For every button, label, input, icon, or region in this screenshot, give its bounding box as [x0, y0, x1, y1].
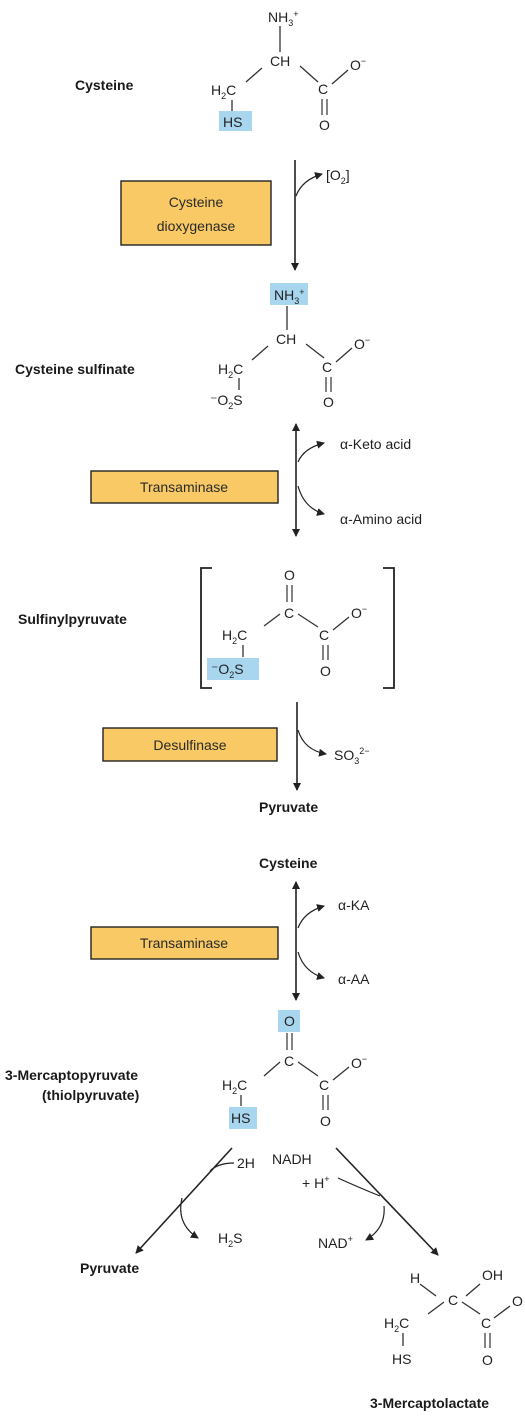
svg-text:⁻O2S: ⁻O2S [211, 661, 244, 680]
h-plus-label: + H+ [302, 1174, 329, 1191]
transaminase-step-1: α-Keto acid α-Amino acid Transaminase [90, 423, 422, 537]
svg-text:OH: OH [482, 1267, 503, 1283]
svg-text:O: O [284, 1013, 295, 1029]
svg-text:C: C [319, 627, 329, 643]
pyruvate-label-2: Pyruvate [80, 1260, 139, 1276]
svg-text:C: C [284, 1053, 294, 1069]
svg-text:H2C: H2C [211, 82, 236, 101]
svg-text:⁻O2S: ⁻O2S [210, 392, 243, 411]
dioxygenase-step: [O2] Cysteine dioxygenase [120, 160, 350, 271]
svg-text:O−: O− [351, 1054, 367, 1071]
nad-label: NAD+ [318, 1234, 353, 1251]
h2s-label: H2S [218, 1230, 242, 1249]
svg-text:O: O [482, 1352, 493, 1368]
svg-text:Transaminase: Transaminase [140, 935, 228, 951]
cysteine-dioxygenase-box [120, 180, 272, 246]
desulfinase-step: SO32− Desulfinase Pyruvate [102, 702, 370, 815]
svg-text:C: C [318, 81, 328, 97]
svg-text:O: O [320, 1113, 331, 1129]
thiolpyruvate-label: (thiolpyruvate) [42, 1087, 139, 1103]
amino-acid-label: α-Amino acid [340, 511, 422, 527]
svg-text:CH: CH [276, 331, 296, 347]
cysteine-structure: Cysteine NH3+ CH H2C C O− O HS [75, 9, 366, 133]
svg-text:Transaminase: Transaminase [140, 479, 228, 495]
mercaptopyruvate-label: 3-Mercaptopyruvate [5, 1067, 138, 1083]
svg-text:NH3+: NH3+ [268, 9, 299, 28]
keto-highlight [278, 1010, 300, 1032]
svg-text:H2C: H2C [384, 1315, 409, 1334]
svg-text:Desulfinase: Desulfinase [153, 737, 226, 753]
cysteine-label-2: Cysteine [259, 855, 318, 871]
thiol-highlight [219, 111, 252, 131]
transaminase-step-2: α-KA α-AA Transaminase [90, 881, 370, 1001]
alpha-ka-label: α-KA [338, 897, 370, 913]
alpha-aa-label: α-AA [338, 971, 370, 987]
thiol-highlight-2 [229, 1107, 257, 1129]
sulfinylpyruvate-structure: Sulfinylpyruvate O C H2C C O− O ⁻O2S [18, 567, 395, 689]
svg-text:CH: CH [270, 53, 290, 69]
mercaptopyruvate-structure: 3-Mercaptopyruvate (thiolpyruvate) O C H… [5, 1010, 367, 1129]
transaminase-box-2 [90, 926, 279, 960]
svg-text:O: O [320, 663, 331, 679]
svg-text:H2C: H2C [222, 1077, 247, 1096]
sulfinylpyruvate-label: Sulfinylpyruvate [18, 611, 127, 627]
svg-text:Cysteine: Cysteine [169, 194, 224, 210]
two-h-label: 2H [237, 1155, 255, 1171]
svg-text:H: H [410, 1270, 420, 1286]
svg-text:C: C [322, 359, 332, 375]
mercaptolactate-branch: NADH + H+ NAD+ H OH C H2C C O O HS 3-Mer… [272, 1147, 523, 1411]
svg-text:O: O [319, 117, 330, 133]
svg-text:H2C: H2C [218, 361, 243, 380]
svg-text:HS: HS [392, 1351, 411, 1367]
svg-text:C: C [284, 605, 294, 621]
svg-text:O: O [512, 1293, 523, 1309]
svg-text:C: C [481, 1315, 491, 1331]
amino-highlight [270, 283, 308, 305]
cysteine-sulfinate-structure: Cysteine sulfinate NH3+ CH H2C C O− O ⁻O… [15, 283, 370, 411]
keto-acid-label: α-Keto acid [340, 436, 411, 452]
sulfinate-highlight [207, 658, 259, 680]
svg-text:HS: HS [223, 114, 242, 130]
mercaptolactate-label: 3-Mercaptolactate [370, 1395, 489, 1411]
transaminase-box-1 [90, 470, 279, 504]
svg-text:H2C: H2C [222, 627, 247, 646]
svg-text:dioxygenase: dioxygenase [157, 218, 236, 234]
svg-text:O: O [284, 567, 295, 583]
pyruvate-branch: 2H H2S Pyruvate [80, 1147, 255, 1276]
svg-text:HS: HS [231, 1110, 250, 1126]
svg-text:O−: O− [350, 56, 366, 73]
pyruvate-label-1: Pyruvate [259, 799, 318, 815]
svg-text:O−: O− [351, 604, 367, 621]
sulfite-label: SO32− [334, 746, 370, 766]
svg-text:NH3+: NH3+ [274, 287, 305, 306]
svg-text:O: O [323, 394, 334, 410]
svg-text:O−: O− [354, 335, 370, 352]
cysteine-label: Cysteine [75, 77, 134, 93]
oxygen-label: [O2] [326, 167, 350, 186]
nadh-label: NADH [272, 1151, 312, 1167]
desulfinase-box [102, 727, 278, 762]
cysteine-sulfinate-label: Cysteine sulfinate [15, 361, 135, 377]
svg-text:C: C [319, 1077, 329, 1093]
svg-text:C: C [448, 1292, 458, 1308]
